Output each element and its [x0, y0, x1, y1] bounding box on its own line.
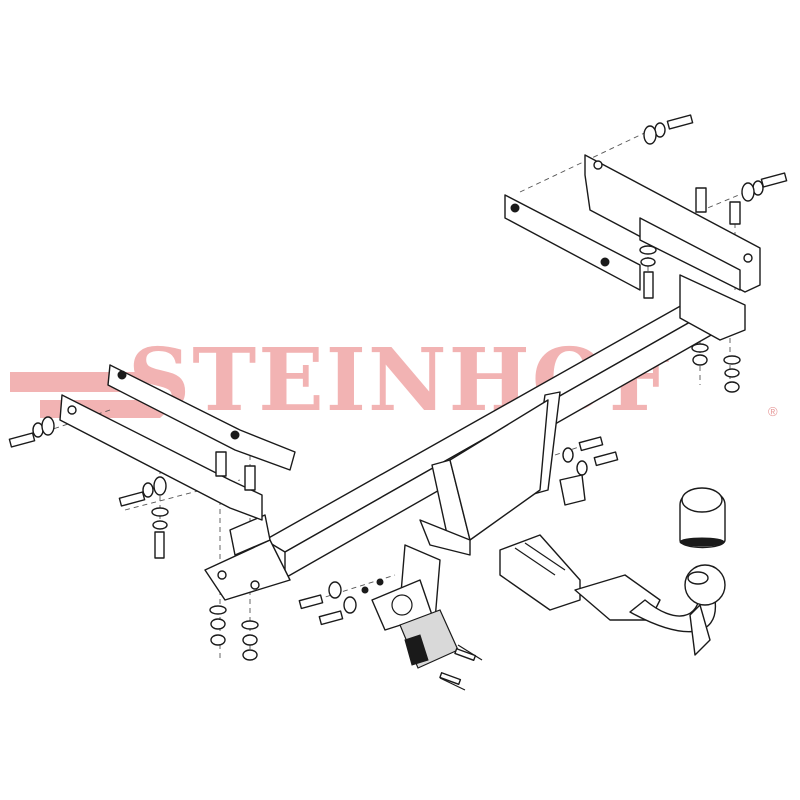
main-crossbar — [204, 274, 746, 601]
electrical-socket — [399, 609, 483, 691]
tow-ball-neck — [574, 564, 726, 656]
right-mounting-bracket — [504, 154, 761, 293]
left-fasteners — [8, 416, 259, 661]
receiver-block — [499, 534, 581, 611]
socket-screws — [439, 648, 477, 685]
receiver-bracket — [419, 391, 561, 556]
center-fasteners — [298, 436, 619, 626]
socket-plate — [371, 544, 441, 631]
left-mounting-bracket — [59, 364, 296, 521]
tow-ball-cover — [679, 487, 726, 549]
right-fasteners — [639, 114, 788, 393]
